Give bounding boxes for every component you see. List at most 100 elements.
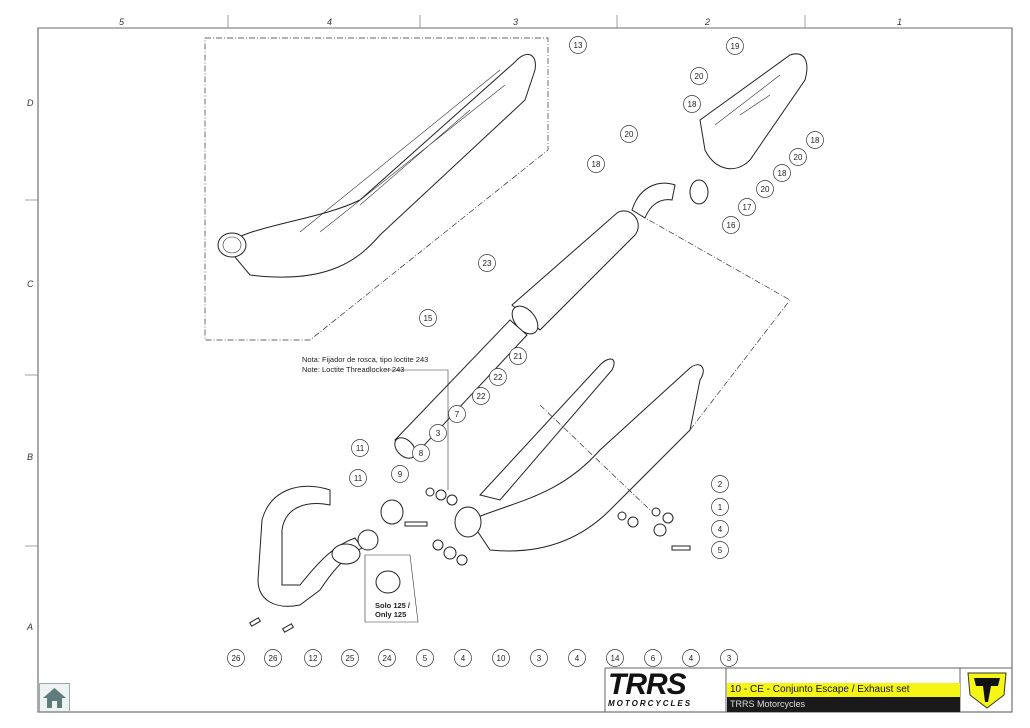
callout-bubble: [720, 649, 738, 667]
callout-bubble: [509, 347, 527, 365]
callout-number: 25: [346, 654, 355, 663]
callout-bubble: [391, 465, 409, 483]
callout-number: 24: [383, 654, 392, 663]
callout-number: 18: [592, 160, 601, 169]
callout-bubble: [711, 475, 729, 493]
callout-number: 5: [718, 546, 723, 555]
callout-number: 18: [811, 136, 820, 145]
callout-bubble: [606, 649, 624, 667]
threadlocker-note: Note: Loctite Threadlocker 243: [302, 365, 404, 374]
callout-bubble: [264, 649, 282, 667]
callout-number: 11: [356, 444, 365, 453]
callout-number: 6: [651, 654, 656, 663]
assembly-line: [639, 214, 791, 431]
callout-bubble: [448, 405, 466, 423]
callout-number: 16: [727, 221, 736, 230]
callout-bubble: [419, 309, 437, 327]
detail-box: [204, 37, 549, 341]
callout-bubble: [429, 424, 447, 442]
callout-bubble: [738, 198, 756, 216]
callout-number: 21: [514, 352, 523, 361]
trrs-brand-logo: TRRS MOTORCYCLES: [608, 670, 726, 712]
spacer-24: [375, 570, 401, 594]
callout-number: 9: [398, 470, 403, 479]
callout-bubble: [789, 148, 807, 166]
callout-number: 19: [731, 42, 740, 51]
callout-bubble: [711, 498, 729, 516]
variant-note: Only 125: [375, 610, 406, 619]
callout-number: 13: [574, 41, 583, 50]
row-label: B: [27, 452, 33, 462]
callout-number: 22: [494, 373, 503, 382]
title-block-frame: [604, 667, 1012, 712]
callout-number: 23: [483, 259, 492, 268]
callout-number: 18: [688, 100, 697, 109]
callout-number: 26: [269, 654, 278, 663]
row-label: A: [26, 622, 33, 632]
callout-bubble: [806, 131, 824, 149]
callout-bubble: [472, 387, 490, 405]
callout-bubble: [690, 67, 708, 85]
column-label: 2: [704, 17, 710, 27]
callout-number: 17: [743, 203, 752, 212]
callout-bubble: [304, 649, 322, 667]
callout-bubble: [341, 649, 359, 667]
callout-bubble: [620, 125, 638, 143]
callout-bubble: [478, 254, 496, 272]
callout-number: 26: [232, 654, 241, 663]
callout-number: 7: [455, 410, 460, 419]
callout-number: 10: [497, 654, 506, 663]
silencer-inlet: [454, 506, 482, 538]
callout-number: 22: [477, 392, 486, 401]
callout-bubble: [644, 649, 662, 667]
brand-sub: MOTORCYCLES: [608, 699, 693, 708]
heat-shield-21: [479, 358, 615, 501]
callout-number: 5: [423, 654, 428, 663]
callout-bubble: [711, 541, 729, 559]
row-label: D: [27, 98, 34, 108]
home-button[interactable]: [39, 683, 70, 712]
callout-bubble: [722, 216, 740, 234]
callout-bubble: [756, 180, 774, 198]
callout-bubble: [682, 649, 700, 667]
callout-number: 3: [727, 654, 732, 663]
drawing-title: 10 - CE - Conjunto Escape / Exhaust set: [727, 683, 960, 697]
callout-bubble: [492, 649, 510, 667]
callout-number: 4: [461, 654, 466, 663]
variant-note: Solo 125 /: [375, 601, 411, 610]
silencer-14: [469, 364, 704, 552]
washers: [248, 487, 691, 633]
callout-number: 20: [695, 72, 704, 81]
callout-bubble: [489, 368, 507, 386]
trrs-shield-t: [974, 678, 1000, 702]
ring-11: [380, 499, 404, 525]
callout-bubble: [454, 649, 472, 667]
end-cap-19: [699, 53, 808, 170]
callout-bubble: [378, 649, 396, 667]
callout-number: 3: [436, 429, 441, 438]
gasket-11: [357, 529, 379, 551]
callout-bubble: [773, 164, 791, 182]
callout-number: 12: [309, 654, 318, 663]
drawing-subtitle: TRRS Motorcycles: [727, 697, 960, 712]
callout-number: 2: [718, 480, 723, 489]
variant-box: [364, 554, 419, 623]
header-flange: [331, 543, 361, 565]
callout-number: 20: [794, 153, 803, 162]
brand-main: TRRS: [608, 668, 687, 701]
coupler-17: [689, 179, 709, 205]
row-label: C: [27, 279, 34, 289]
column-label: 1: [897, 17, 902, 27]
callout-bubble: [587, 155, 605, 173]
callout-bubble: [351, 439, 369, 457]
column-label: 3: [513, 17, 518, 27]
callout-number: 18: [778, 169, 787, 178]
callout-number: 14: [611, 654, 620, 663]
callout-number: 15: [424, 314, 433, 323]
callout-number: 3: [537, 654, 542, 663]
callout-number: 20: [625, 130, 634, 139]
home-icon: [43, 688, 66, 708]
tube-23: [511, 210, 639, 331]
